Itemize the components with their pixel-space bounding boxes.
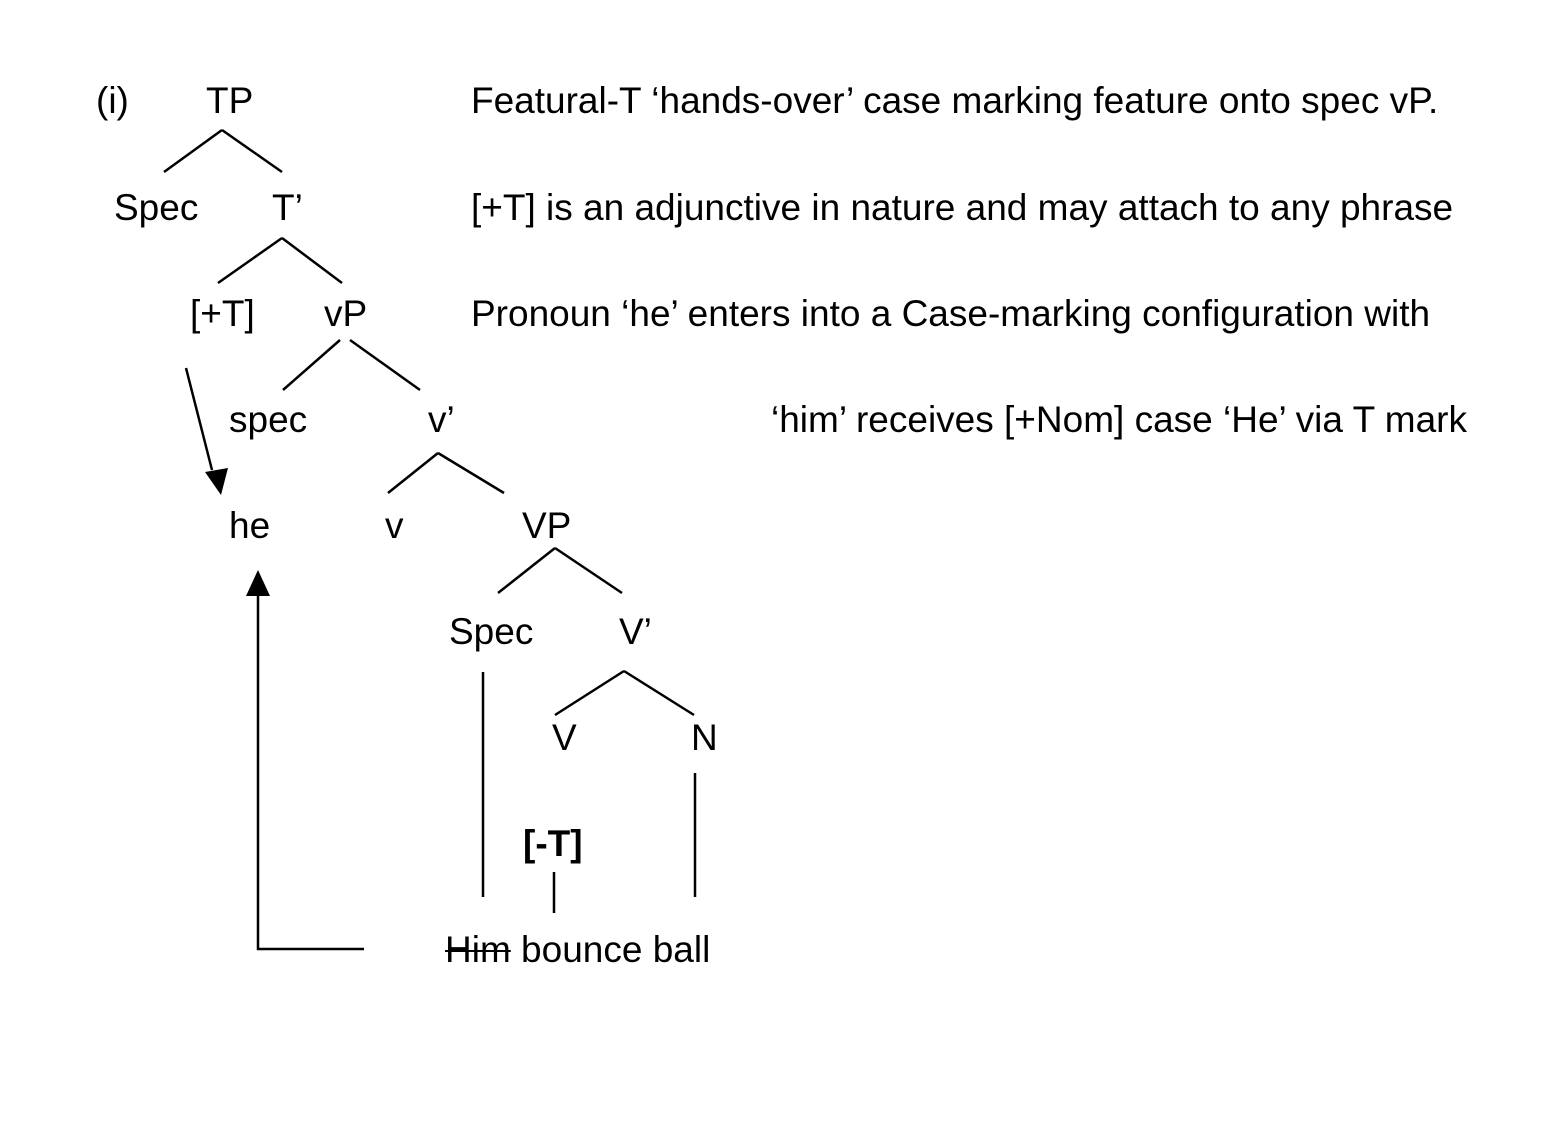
node-vp-small: vP — [324, 293, 368, 334]
node-tp: TP — [206, 80, 254, 121]
branch-VP-Vbar — [554, 546, 623, 595]
node-spec-tp: Spec — [114, 187, 199, 228]
branch-vp-vbar — [349, 338, 421, 392]
node-n-head: N — [691, 717, 718, 758]
note-1: Featural-T ‘hands-over’ case marking fea… — [471, 80, 1439, 121]
branch-tp-spec — [163, 128, 223, 174]
node-minus-t: [-T] — [523, 823, 583, 864]
movement-arrow-path — [256, 592, 364, 951]
branch-Vbar-V — [554, 669, 625, 717]
note-2: [+T] is an adjunctive in nature and may … — [471, 187, 1454, 228]
node-v-bar-big: V’ — [619, 611, 652, 652]
branch-vp-spec — [282, 339, 341, 391]
note-4: ‘him’ receives [+Nom] case ‘He’ via T ma… — [771, 399, 1468, 440]
node-t-bar: T’ — [272, 187, 303, 228]
plus-t-arrowhead-icon — [205, 468, 228, 495]
sentence: Him bounce ball — [445, 928, 710, 972]
branch-tp-tbar — [221, 128, 283, 174]
sentence-rest: bounce ball — [521, 929, 711, 970]
node-vp-big: VP — [522, 505, 572, 546]
plus-t-arrow-shaft — [184, 367, 214, 471]
branch-tbar-vp — [281, 237, 343, 284]
node-v-bar-small: v’ — [428, 399, 455, 440]
movement-arrowhead-icon — [246, 570, 270, 596]
branch-VP-spec — [497, 547, 556, 594]
node-plus-t: [+T] — [190, 293, 255, 334]
branch-vbar-VP — [437, 451, 505, 495]
node-spec-vp: spec — [229, 399, 308, 440]
example-label: (i) — [96, 80, 129, 121]
node-v-small: v — [385, 505, 404, 546]
node-spec-vp-big: Spec — [449, 611, 534, 652]
struck-word-him: Him — [445, 929, 511, 970]
node-v-head: V — [552, 717, 577, 758]
branch-tbar-plus-t — [217, 236, 283, 285]
node-he: he — [229, 505, 271, 546]
note-3: Pronoun ‘he’ enters into a Case-marking … — [471, 293, 1431, 334]
branch-vbar-v — [387, 452, 439, 494]
branch-Vbar-N — [623, 669, 695, 717]
